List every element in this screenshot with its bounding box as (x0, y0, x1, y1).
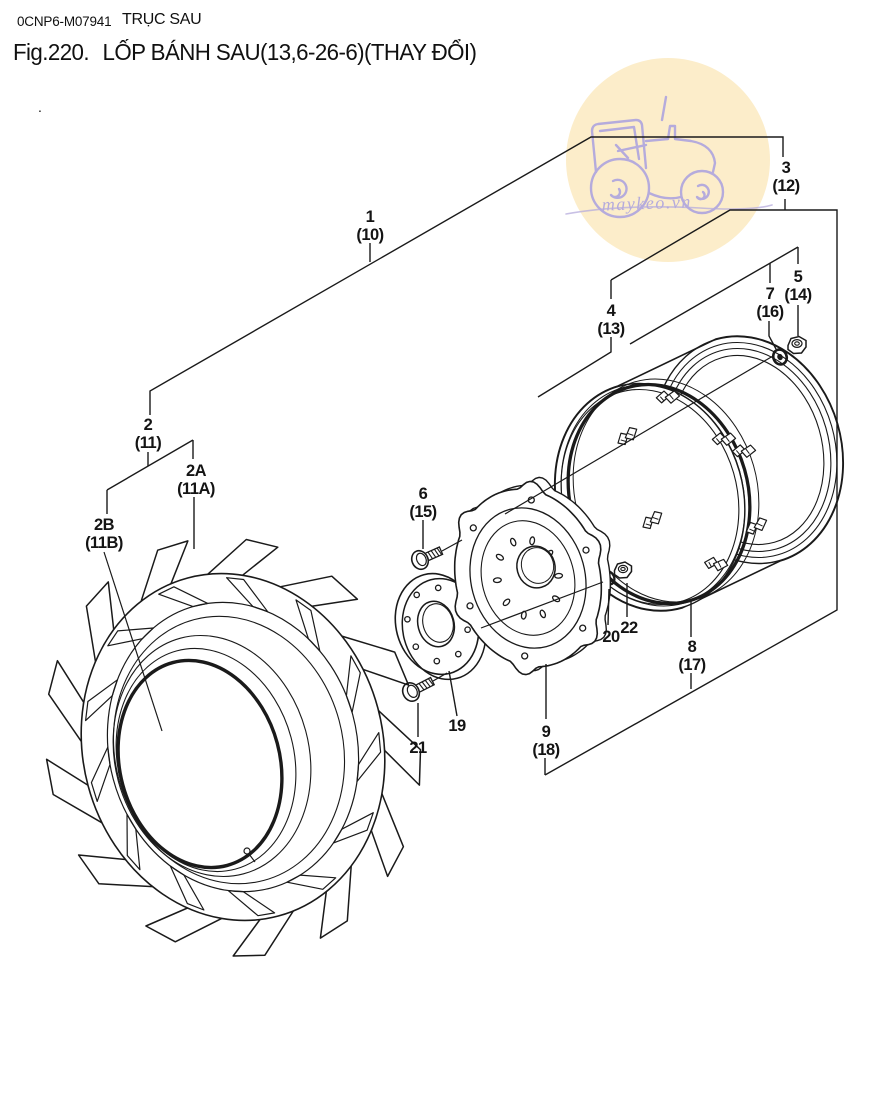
maykeo-watermark: maykeo.vn (565, 58, 773, 262)
nut-22 (613, 561, 633, 579)
part-label-22: 22 (620, 619, 638, 637)
bolt-6 (410, 546, 444, 571)
part-label-9: (18) (532, 741, 559, 759)
part-label-8: (17) (678, 656, 705, 674)
rim-clips (617, 390, 768, 572)
tractor-icon (565, 95, 773, 219)
part-label-21: 21 (409, 739, 427, 757)
part-label-2A: 2A (186, 462, 207, 480)
bracket-assembly-1 (149, 136, 784, 415)
part-label-1: (10) (356, 226, 383, 244)
bolt-21 (401, 676, 436, 703)
watermark-circle (566, 58, 770, 262)
part-label-2A: (11A) (177, 480, 215, 498)
part-label-4: 4 (607, 302, 617, 320)
part-label-2B: 2B (94, 516, 115, 534)
part-label-19: 19 (448, 717, 466, 735)
figure-title: Fig.220. LỐP BÁNH SAU(13,6-26-6)(THAY ĐỔI… (13, 39, 477, 66)
tube-2b (112, 634, 312, 878)
part-label-5: 5 (794, 268, 803, 286)
axis-lines (432, 355, 774, 682)
part-label-5: (14) (784, 286, 811, 304)
bracket-tire-group (106, 439, 194, 491)
stray-mark: . (38, 99, 42, 115)
figure-number: Fig.220. (13, 39, 90, 65)
part-label-7: (16) (756, 303, 783, 321)
part-label-8: 8 (688, 638, 697, 656)
part-label-2B: (11B) (85, 534, 123, 552)
section-title: TRỤC SAU (122, 11, 202, 28)
part-label-3: (12) (772, 177, 799, 195)
part-label-2: 2 (144, 416, 153, 434)
labels-layer: 1(10) 2(11) 2A(11A) 2B(11B) 3(12) 4(13) 5(14) 6… (85, 159, 812, 759)
leader-lines (103, 136, 838, 776)
watermark-site-text: maykeo.vn (601, 191, 692, 214)
part-label-2: (11) (135, 434, 161, 452)
bracket-rim-group (544, 209, 838, 776)
part-label-3: 3 (782, 159, 791, 177)
part-label-6: (15) (409, 503, 436, 521)
part-label-4: (13) (597, 320, 624, 338)
part-label-6: 6 (419, 485, 428, 503)
document-code: 0CNP6-M07941 (17, 14, 112, 29)
part-label-1: 1 (366, 208, 375, 226)
figure-caption: LỐP BÁNH SAU(13,6-26-6)(THAY ĐỔI) (102, 39, 477, 65)
part-label-20: 20 (602, 628, 620, 646)
washer-7 (771, 348, 789, 366)
part-label-7: 7 (766, 285, 775, 303)
part-label-9: 9 (542, 723, 551, 741)
nut-5 (787, 335, 807, 355)
